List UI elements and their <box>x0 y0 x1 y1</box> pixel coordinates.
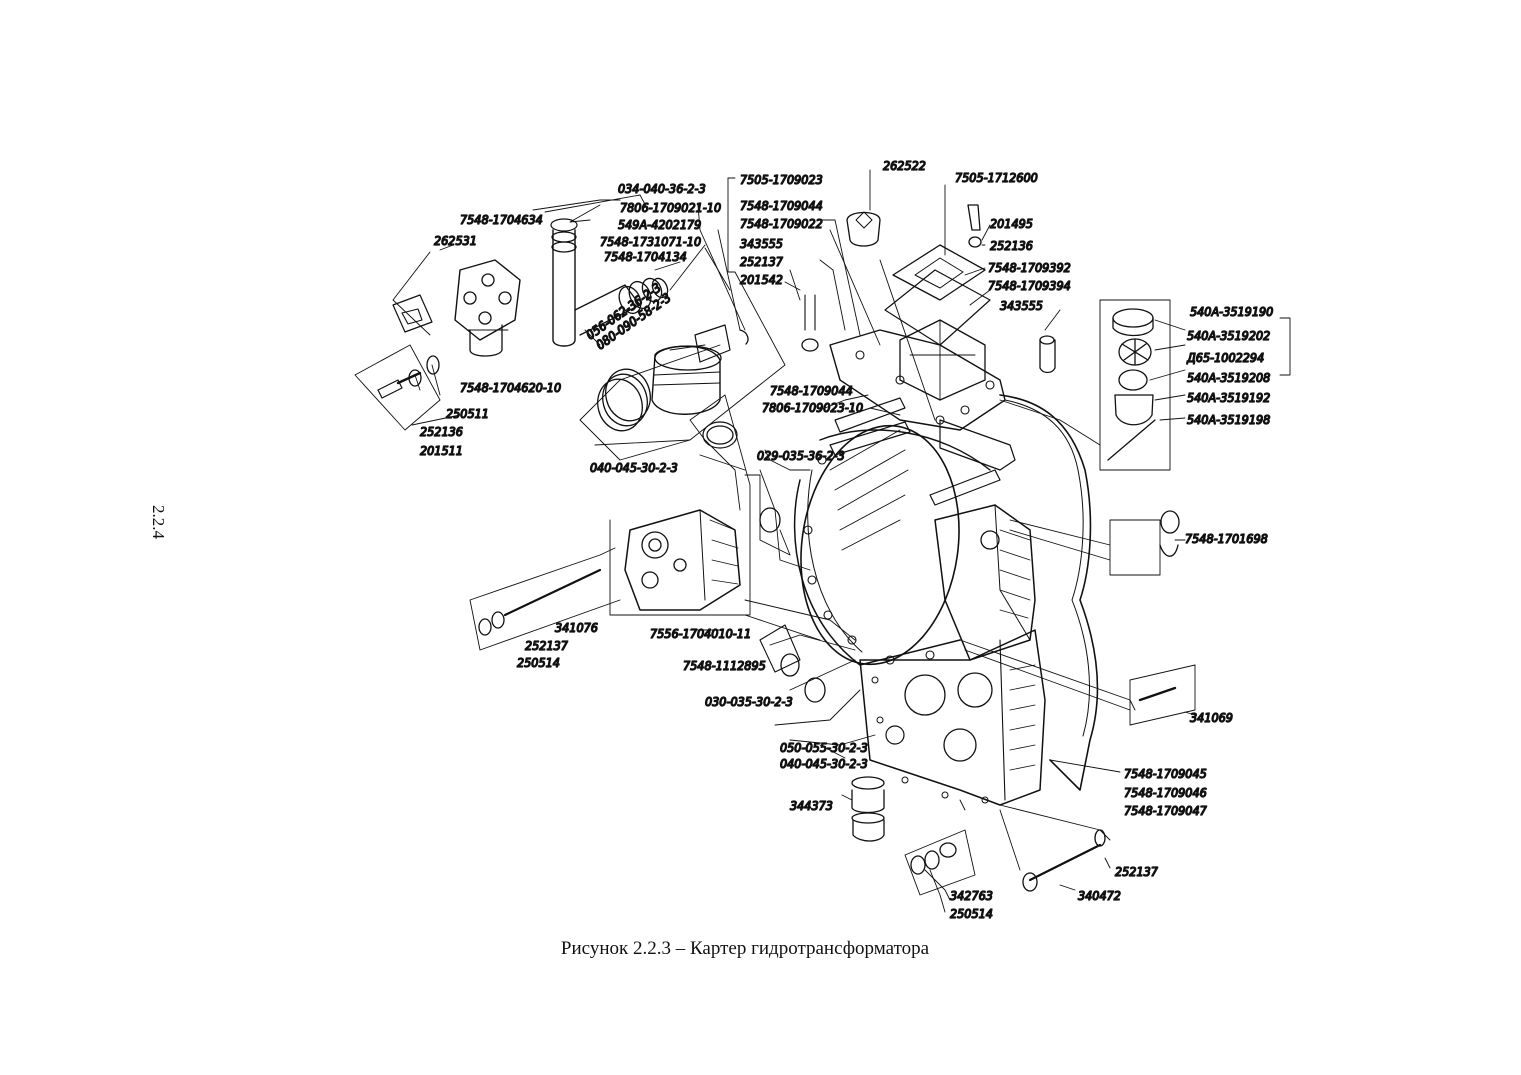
label-540A-3519208: 540A-3519208 <box>1187 370 1270 385</box>
label-540A-3519192: 540A-3519192 <box>1187 390 1270 405</box>
label-540A-3519190: 540A-3519190 <box>1190 304 1273 319</box>
label-7505-1709023: 7505-1709023 <box>740 172 823 187</box>
label-7548-1704134: 7548-1704134 <box>604 249 687 264</box>
label-7548-1709045: 7548-1709045 <box>1124 766 1207 781</box>
label-7548-1709044-mid: 7548-1709044 <box>770 383 853 398</box>
callout-leaders <box>354 169 1291 913</box>
label-549A-4202179: 549A-4202179 <box>618 217 701 232</box>
label-D65-1002294: Д65-1002294 <box>1186 350 1264 365</box>
label-029-035-36-2-3: 029-035-36-2-3 <box>757 448 845 463</box>
small-seals-lower <box>759 507 885 842</box>
label-7806-1709021-10: 7806-1709021-10 <box>620 200 721 215</box>
label-7548-1709392: 7548-1709392 <box>988 260 1071 275</box>
label-7556-1704010-11: 7556-1704010-11 <box>650 626 751 641</box>
label-250514-bottom: 250514 <box>950 906 993 921</box>
label-050-055-30-2-3: 050-055-30-2-3 <box>780 740 868 755</box>
label-7548-1709022: 7548-1709022 <box>740 216 823 231</box>
gasket-strips <box>829 269 1016 506</box>
label-340472: 340472 <box>1078 888 1121 903</box>
label-341076: 341076 <box>555 620 598 635</box>
label-344373: 344373 <box>790 798 833 813</box>
suction-pipe <box>550 218 669 347</box>
part-number-labels: 7548-1704634 262531 7548-1704620-10 2505… <box>419 157 1274 921</box>
label-252137-top: 252137 <box>740 254 784 269</box>
label-7548-1704620-10: 7548-1704620-10 <box>460 380 561 395</box>
label-040-045-30-2-3-bottom: 040-045-30-2-3 <box>780 756 868 771</box>
piston-and-rings <box>597 324 749 432</box>
label-341069: 341069 <box>1190 710 1233 725</box>
label-252136-top: 252136 <box>990 238 1033 253</box>
page-number: 2.2.4 <box>149 505 168 539</box>
filter-housing <box>392 259 521 357</box>
label-7548-1709046: 7548-1709046 <box>1124 785 1207 800</box>
label-7548-1731071-10: 7548-1731071-10 <box>600 234 701 249</box>
label-7806-1709023-10: 7806-1709023-10 <box>762 400 863 415</box>
label-7505-1712600: 7505-1712600 <box>955 170 1038 185</box>
label-7548-1701698: 7548-1701698 <box>1185 531 1268 546</box>
label-201495: 201495 <box>990 216 1033 231</box>
bolt-set-bottom <box>910 510 1180 892</box>
label-7548-1704634: 7548-1704634 <box>460 212 543 227</box>
breather-filter-stack <box>801 204 1156 461</box>
label-040-045-30-2-3-top: 040-045-30-2-3 <box>590 460 678 475</box>
label-030-035-30-2-3: 030-035-30-2-3 <box>705 694 793 709</box>
label-252137-left: 252137 <box>525 638 569 653</box>
label-540A-3519198: 540A-3519198 <box>1187 412 1270 427</box>
label-540A-3519202: 540A-3519202 <box>1187 328 1270 343</box>
label-201542: 201542 <box>740 272 783 287</box>
oil-pump <box>478 421 741 636</box>
label-343555-left: 343555 <box>740 236 783 251</box>
torque-converter-housing <box>793 329 1099 806</box>
label-262531: 262531 <box>434 233 477 248</box>
label-343555-right: 343555 <box>1000 298 1043 313</box>
label-252137-bottom: 252137 <box>1115 864 1159 879</box>
top-cover-assembly <box>846 211 986 401</box>
bolt-washer-set-left <box>377 355 440 399</box>
label-7548-1112895: 7548-1112895 <box>683 658 766 673</box>
label-262522: 262522 <box>883 158 926 173</box>
figure-caption: Рисунок 2.2.3 – Картер гидротрансформато… <box>560 938 930 959</box>
label-7548-1709394: 7548-1709394 <box>988 278 1071 293</box>
label-252136: 252136 <box>420 424 463 439</box>
label-201511: 201511 <box>420 443 463 458</box>
label-250511: 250511 <box>446 406 489 421</box>
label-7548-1709047: 7548-1709047 <box>1124 803 1208 818</box>
label-250514-left: 250514 <box>517 655 560 670</box>
label-342763: 342763 <box>950 888 993 903</box>
label-034-040-36-2-3: 034-040-36-2-3 <box>618 181 706 196</box>
label-7548-1709044-top: 7548-1709044 <box>740 198 823 213</box>
